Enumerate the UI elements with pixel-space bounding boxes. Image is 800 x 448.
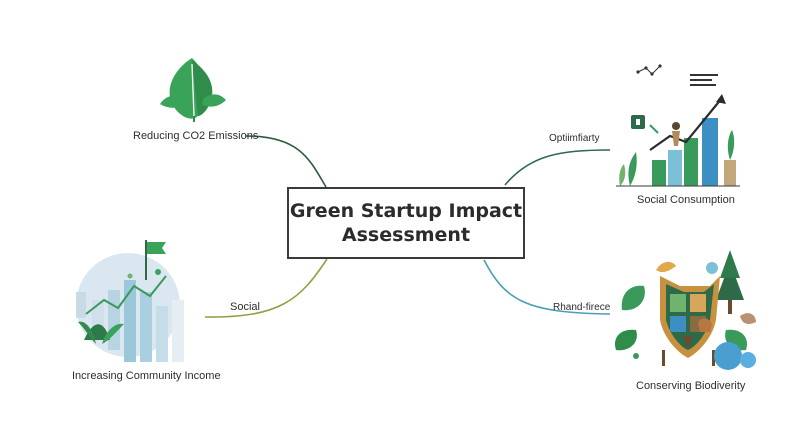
- biodiversity-shield-illustration: [614, 250, 756, 370]
- branch-label-rhand-firece: Rhand-firece: [553, 302, 611, 313]
- branch-bottom-left: [204, 258, 328, 318]
- branch-top-right: [504, 149, 611, 186]
- branch-label-optiimfiarty: Optiimfiarty: [549, 133, 600, 144]
- growth-bar-chart-illustration: [616, 64, 740, 187]
- leaf-icon: [160, 58, 226, 122]
- node-label-reducing-co2: Reducing CO2 Emissions: [133, 130, 259, 142]
- community-growth-illustration: [76, 240, 184, 362]
- branch-label-social: Social: [230, 301, 260, 313]
- node-label-social-consumption: Social Consumption: [637, 194, 735, 206]
- branch-top-left: [245, 135, 327, 188]
- node-label-conserving-biodiversity: Conserving Biodiverity: [636, 380, 746, 392]
- branch-bottom-right: [483, 259, 611, 315]
- node-label-community-income: Increasing Community Income: [72, 370, 221, 382]
